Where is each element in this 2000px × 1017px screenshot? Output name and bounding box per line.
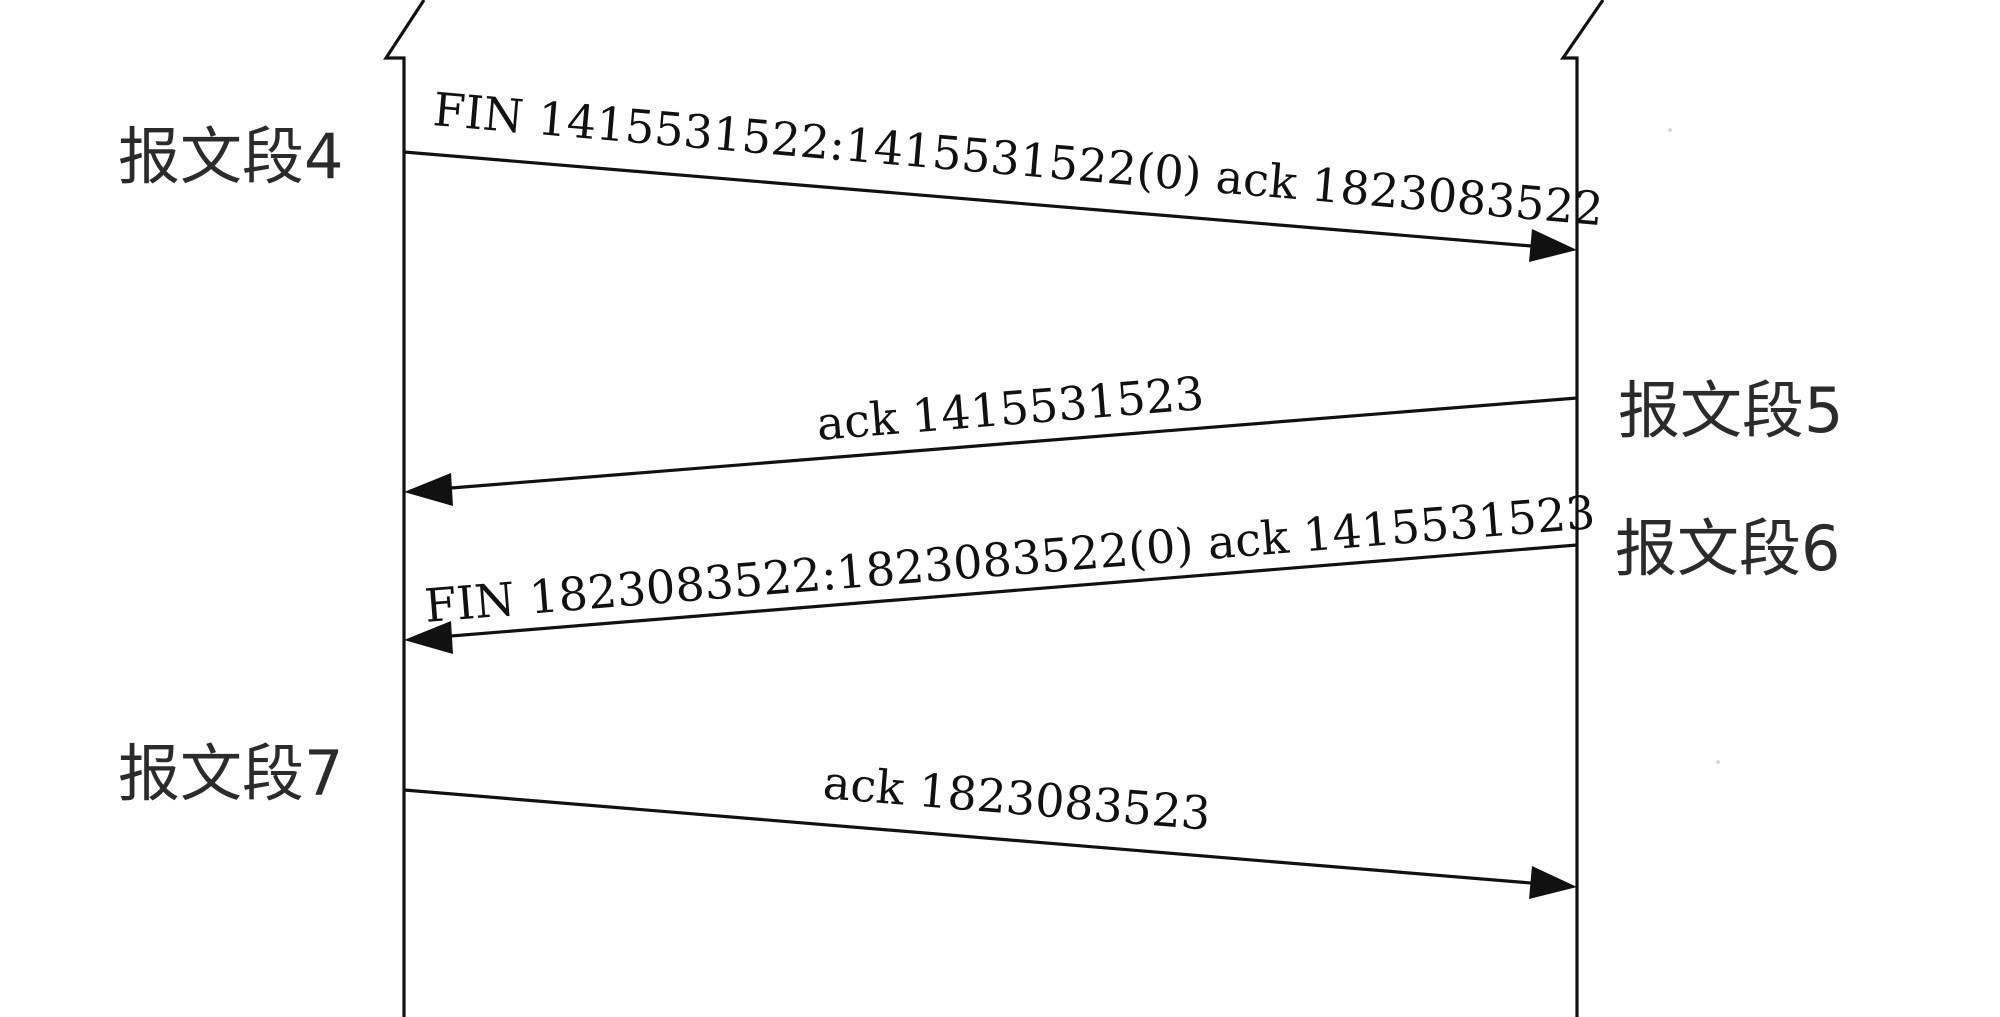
message-text-segment-4: FIN 1415531522:1415531522(0) ack 1823083… <box>431 82 1605 236</box>
segment-label-6: 报文段6 <box>1615 512 1840 585</box>
scan-speck <box>1668 128 1672 132</box>
right-lifeline <box>1559 0 1605 1017</box>
message-segment-6: FIN 1823083522:1823083522(0) ack 1415531… <box>404 485 1840 654</box>
arrowhead-right-icon <box>1529 229 1577 262</box>
message-segment-5: ack 1415531523 报文段5 <box>404 366 1843 506</box>
message-segment-4: FIN 1415531522:1415531522(0) ack 1823083… <box>118 82 1605 262</box>
segment-label-4: 报文段4 <box>118 120 343 193</box>
arrowhead-left-icon <box>404 621 453 654</box>
arrowhead-left-icon <box>404 473 453 506</box>
message-segment-7: ack 1823083523 报文段7 <box>118 737 1577 899</box>
segment-label-7: 报文段7 <box>118 737 343 810</box>
left-lifeline <box>383 0 426 1017</box>
segment-label-5: 报文段5 <box>1618 374 1843 447</box>
message-text-segment-5: ack 1415531523 <box>815 366 1206 451</box>
arrowhead-right-icon <box>1529 866 1577 899</box>
scan-speck <box>1716 760 1720 764</box>
